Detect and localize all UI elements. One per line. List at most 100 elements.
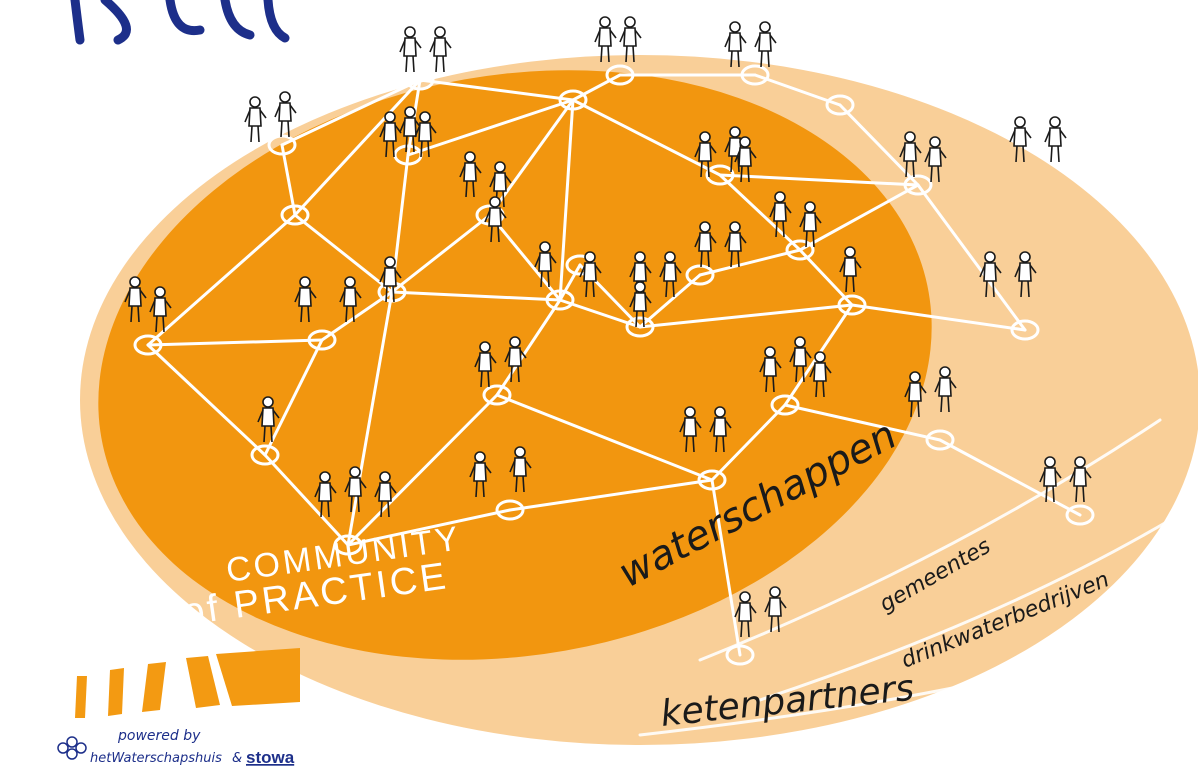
people-figures — [124, 16, 1092, 638]
network-node — [333, 534, 363, 556]
person-figure — [414, 111, 437, 158]
network-edge — [938, 438, 1082, 517]
network-edge — [798, 248, 854, 307]
person-figure — [1009, 116, 1032, 163]
network-edge — [718, 173, 802, 252]
network-edge — [293, 78, 422, 217]
waterschapshuis-logo-icon — [57, 736, 87, 760]
person-figure — [469, 451, 492, 498]
person-figure — [509, 446, 532, 493]
network-node — [903, 174, 933, 196]
network-node — [250, 444, 280, 466]
network-node — [133, 334, 163, 356]
network-edge — [798, 183, 920, 252]
network-node — [280, 204, 310, 226]
person-figure — [399, 106, 422, 153]
person-figure — [934, 366, 957, 413]
network-node — [770, 394, 800, 416]
person-figure — [899, 131, 922, 178]
network-edge — [698, 248, 802, 277]
network-node — [482, 384, 512, 406]
person-figure — [694, 221, 717, 268]
network-node — [307, 329, 337, 351]
network-edge — [558, 98, 575, 302]
network-edge — [718, 173, 920, 187]
orange-stripes — [75, 648, 300, 718]
network-edge — [346, 508, 512, 547]
network-edge — [571, 73, 622, 102]
person-figure — [764, 586, 787, 633]
footer-org2: stowa — [246, 748, 295, 767]
network-edge — [495, 298, 562, 397]
network-node — [558, 89, 588, 111]
network-edge — [280, 78, 422, 147]
person-figure — [294, 276, 317, 323]
network-edge — [571, 98, 722, 177]
person-figure — [629, 281, 652, 328]
person-figure — [809, 351, 832, 398]
network-edge — [280, 143, 297, 217]
person-figure — [754, 21, 777, 68]
person-figure — [339, 276, 362, 323]
network-node — [697, 469, 727, 491]
network-edge — [916, 183, 1027, 332]
network-node — [1010, 319, 1040, 341]
network-node — [267, 134, 297, 156]
network-edge — [638, 303, 854, 329]
person-figure — [799, 201, 822, 248]
network-edge — [558, 263, 582, 302]
person-figure — [459, 151, 482, 198]
network-node — [837, 294, 867, 316]
network-node — [925, 429, 955, 451]
person-figure — [1039, 456, 1062, 503]
person-figure — [679, 406, 702, 453]
network-node — [725, 644, 755, 666]
footer-powered-by: powered by — [117, 728, 201, 744]
person-figure — [904, 371, 927, 418]
network-edge — [146, 338, 324, 347]
network-edge — [508, 478, 714, 512]
network-edge — [710, 478, 742, 657]
person-figure — [724, 126, 747, 173]
network-node — [825, 94, 855, 116]
network-edge — [263, 338, 324, 457]
person-figure — [1014, 251, 1037, 298]
person-figure — [709, 406, 732, 453]
person-figure — [244, 96, 267, 143]
person-figure — [734, 136, 757, 183]
network-edge — [346, 393, 499, 547]
network-edge — [710, 403, 787, 482]
network-node — [785, 239, 815, 261]
network-node — [405, 69, 435, 91]
person-figure — [979, 251, 1002, 298]
person-figure — [257, 396, 280, 443]
person-figure — [429, 26, 452, 73]
network-node — [1065, 504, 1095, 526]
network-edge — [320, 290, 394, 342]
person-figure — [504, 336, 527, 383]
person-figure — [484, 196, 507, 243]
person-figure — [314, 471, 337, 518]
person-figure — [694, 131, 717, 178]
person-figure — [839, 246, 862, 293]
network-edge — [638, 273, 702, 329]
network-edge — [558, 298, 642, 329]
person-figure — [734, 591, 757, 638]
person-figure — [379, 111, 402, 158]
person-figure — [534, 241, 557, 288]
network-edge — [495, 393, 714, 482]
person-figure — [379, 256, 402, 303]
person-figure — [1069, 456, 1092, 503]
person-figure — [399, 26, 422, 73]
footer-org1: hetWaterschapshuis — [90, 751, 222, 766]
network-edge — [146, 343, 267, 457]
person-figure — [594, 16, 617, 63]
person-figure — [789, 336, 812, 383]
footer: powered by hetWaterschapshuis & stowa — [57, 728, 295, 767]
network-node — [685, 264, 715, 286]
person-figure — [724, 221, 747, 268]
person-figure — [769, 191, 792, 238]
network-node — [705, 164, 735, 186]
network-node — [495, 499, 525, 521]
